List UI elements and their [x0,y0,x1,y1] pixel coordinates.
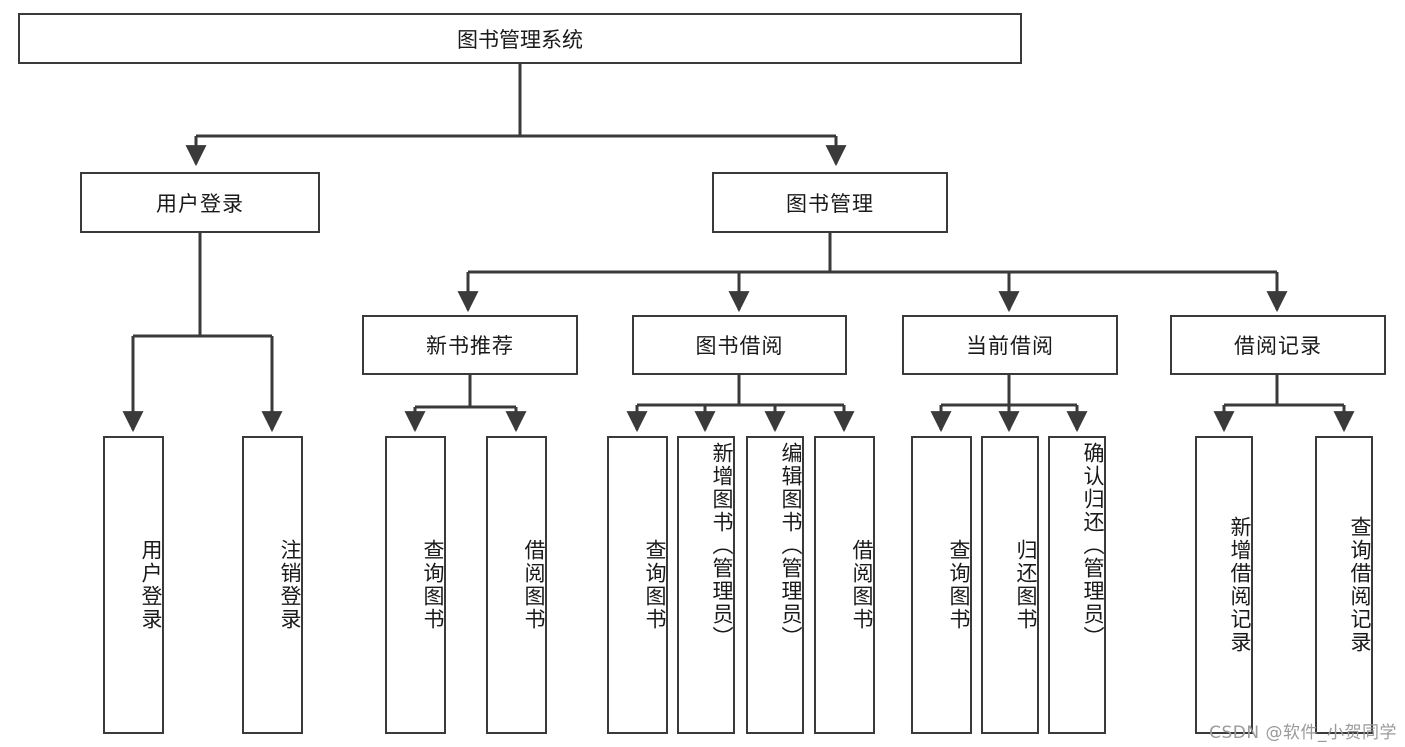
leaf-label: 新增图书（管理员） [710,442,734,649]
leaf-record-add-record[interactable]: 新增借阅记录 [1195,436,1253,734]
leaf-label: 确认归还（管理员） [1081,442,1105,649]
leaf-user-login-logout[interactable]: 注销登录 [242,436,303,734]
node-borrow-record[interactable]: 借阅记录 [1170,315,1386,375]
node-current-borrow[interactable]: 当前借阅 [902,315,1118,375]
leaf-label: 注销登录 [278,539,302,631]
leaf-label: 查询借阅记录 [1348,516,1372,654]
node-user-login[interactable]: 用户登录 [80,172,320,233]
leaf-label: 借阅图书 [850,539,874,631]
node-label: 用户登录 [156,191,244,216]
leaf-label: 查询图书 [643,539,667,631]
leaf-label: 查询图书 [947,539,971,631]
node-label: 图书借阅 [695,334,784,358]
node-root-system[interactable]: 图书管理系统 [18,13,1022,64]
node-label: 借阅记录 [1234,334,1322,358]
leaf-borrow-add-book-admin[interactable]: 新增图书（管理员） [677,436,735,734]
node-book-management[interactable]: 图书管理 [712,172,948,233]
leaf-record-query-record[interactable]: 查询借阅记录 [1315,436,1373,734]
leaf-borrow-borrow-book[interactable]: 借阅图书 [814,436,875,734]
node-new-book-recommend[interactable]: 新书推荐 [362,315,578,375]
leaf-label: 查询图书 [421,539,445,631]
watermark: CSDN @软件_小贺同学 [1209,723,1397,743]
leaf-new-book-borrow[interactable]: 借阅图书 [486,436,547,734]
leaf-label: 用户登录 [139,539,163,631]
node-label: 新书推荐 [426,334,514,358]
leaf-label: 编辑图书（管理员） [779,442,803,649]
leaf-label: 归还图书 [1014,539,1038,631]
leaf-label: 借阅图书 [522,539,546,631]
leaf-user-login-login[interactable]: 用户登录 [103,436,164,734]
node-label: 当前借阅 [966,334,1054,358]
node-book-borrow[interactable]: 图书借阅 [632,315,847,375]
leaf-new-book-query[interactable]: 查询图书 [385,436,446,734]
node-label: 图书管理系统 [457,27,583,52]
leaf-borrow-edit-book-admin[interactable]: 编辑图书（管理员） [746,436,804,734]
leaf-label: 新增借阅记录 [1228,516,1252,654]
leaf-current-query-book[interactable]: 查询图书 [911,436,972,734]
leaf-borrow-query-book[interactable]: 查询图书 [607,436,668,734]
node-label: 图书管理 [786,191,874,216]
leaf-current-return-book[interactable]: 归还图书 [981,436,1039,734]
leaf-current-confirm-return-admin[interactable]: 确认归还（管理员） [1048,436,1106,734]
